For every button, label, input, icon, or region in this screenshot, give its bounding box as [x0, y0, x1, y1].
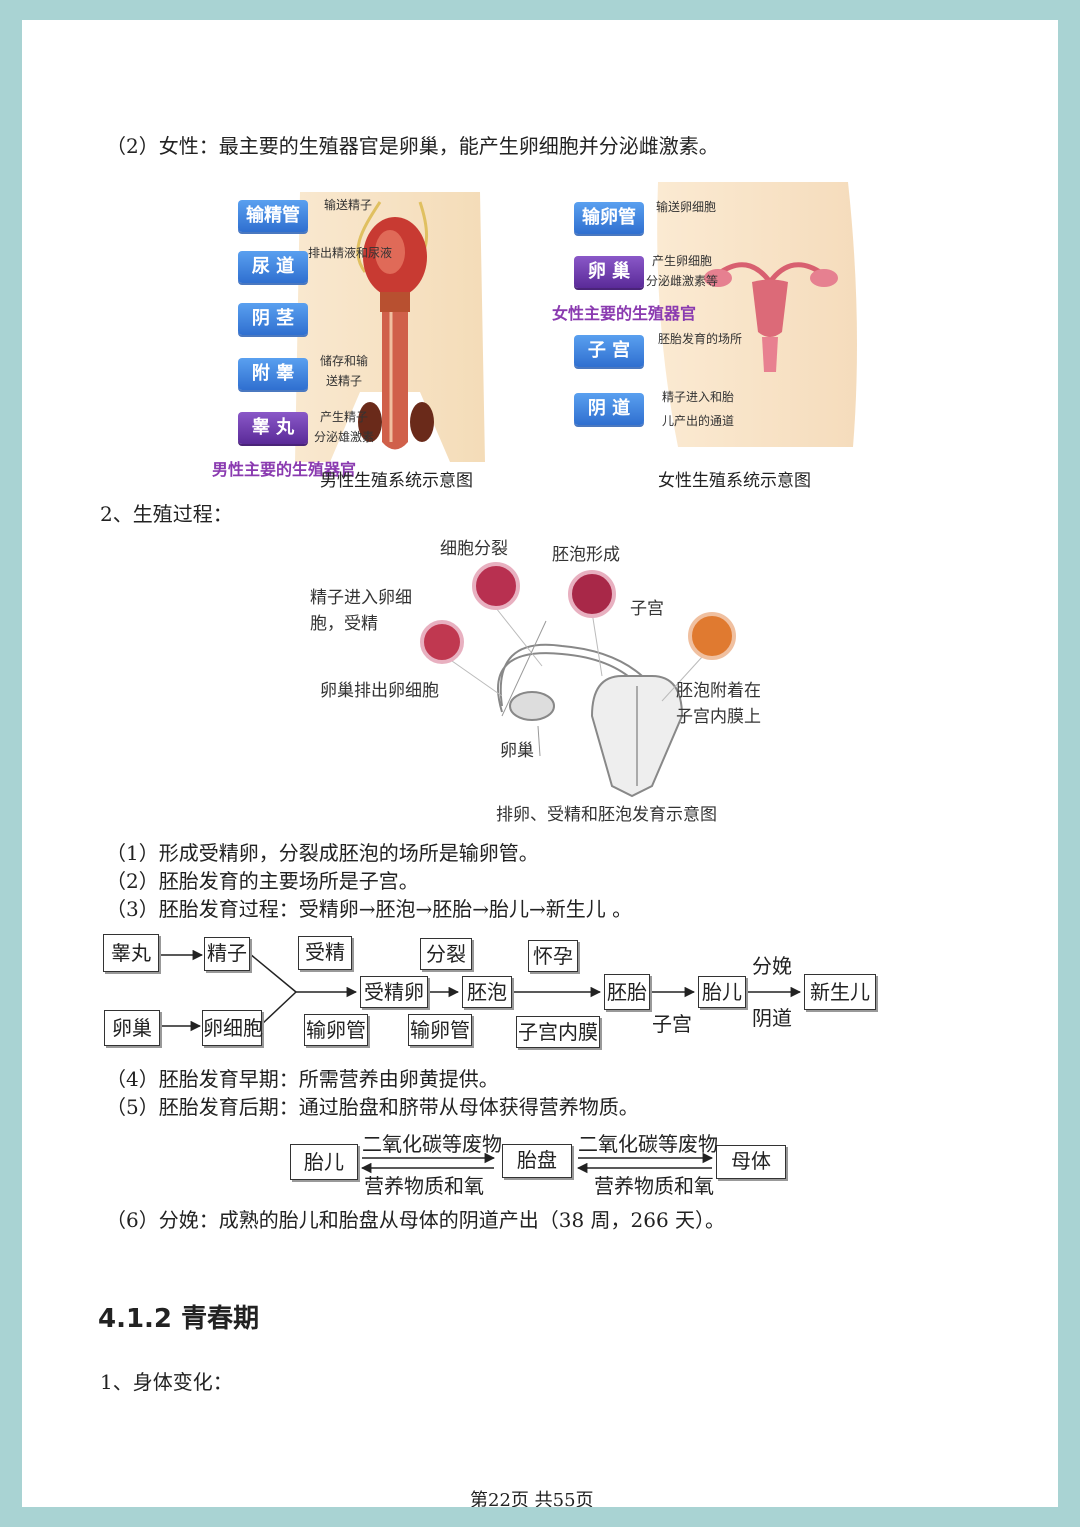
paragraph-2: （2）胚胎发育的主要场所是子宫。 — [106, 869, 419, 893]
note-testis-b: 分泌雄激素 — [314, 430, 375, 444]
flow-box-pregnancy: 怀孕 — [528, 940, 578, 972]
female-figure-caption: 女性生殖系统示意图 — [658, 471, 811, 491]
note-oviduct: 输送卵细胞 — [656, 200, 717, 214]
label-ovary: 卵 巢 — [574, 256, 644, 288]
flow2-nutrient-left: 营养物质和氧 — [364, 1174, 484, 1198]
paragraph-5: （5）胚胎发育后期：通过胎盘和脐带从母体获得营养物质。 — [106, 1095, 639, 1119]
note-epididymis-b: 送精子 — [326, 374, 363, 388]
label-attach-b: 子宫内膜上 — [676, 707, 761, 727]
flow-box-embryo: 胚胎 — [604, 974, 650, 1010]
flow2-box-placenta: 胎盘 — [502, 1144, 572, 1178]
flow-text-vagina: 阴道 — [752, 1006, 792, 1030]
flow-text-uterus: 子宫 — [652, 1012, 692, 1036]
note-urethra: 排出精液和尿液 — [308, 246, 393, 260]
label-blastocyst-formation: 胚泡形成 — [552, 545, 620, 565]
female-reproductive-figure: 输卵管 卵 巢 子 宫 阴 道 输送卵细胞 产生卵细胞 分泌雌激素等 胚胎发育的… — [548, 172, 868, 462]
male-figure-title: 男性主要的生殖器官 — [212, 460, 357, 479]
flow2-co2-right: 二氧化碳等废物 — [578, 1132, 718, 1156]
paragraph-4: （4）胚胎发育早期：所需营养由卵黄提供。 — [106, 1067, 499, 1091]
label-uterus-diagram: 子宫 — [630, 599, 664, 619]
flow-box-fetus: 胎儿 — [698, 976, 746, 1008]
flow-box-endometrium: 子宫内膜 — [516, 1016, 600, 1048]
flow-text-delivery: 分娩 — [752, 954, 792, 978]
label-ovulation: 卵巢排出卵细胞 — [320, 681, 439, 701]
section-body-changes: 1、身体变化： — [100, 1370, 233, 1394]
flow-box-oviduct-2: 输卵管 — [408, 1014, 472, 1046]
label-testis: 睾 丸 — [238, 412, 308, 444]
label-cell-division: 细胞分裂 — [440, 539, 508, 559]
process-figure-caption: 排卵、受精和胚泡发育示意图 — [496, 805, 717, 825]
female-figure-title: 女性主要的生殖器官 — [552, 304, 697, 323]
male-anatomy-illustration — [295, 192, 485, 462]
section-heading-puberty: 4.1.2 青春期 — [98, 1304, 260, 1334]
female-anatomy-illustration — [657, 182, 857, 447]
flow-box-newborn: 新生儿 — [804, 974, 876, 1010]
note-ovary-a: 产生卵细胞 — [652, 254, 713, 268]
document-page: （2）女性：最主要的生殖器官是卵巢，能产生卵细胞并分泌雌激素。 输精管 尿 道 … — [22, 20, 1058, 1507]
paragraph-6: （6）分娩：成熟的胎儿和胎盘从母体的阴道产出（38 周，266 天）。 — [106, 1208, 726, 1232]
flow2-box-fetus: 胎儿 — [290, 1144, 358, 1180]
page-footer: 第22页 共55页 — [470, 1490, 594, 1507]
label-epididymis: 附 睾 — [238, 358, 308, 390]
label-uterus: 子 宫 — [574, 335, 644, 367]
flow-box-division: 分裂 — [420, 938, 472, 970]
flow-box-fertilization: 受精 — [298, 936, 352, 970]
label-oviduct: 输卵管 — [574, 202, 644, 234]
note-uterus: 胚胎发育的场所 — [658, 332, 743, 346]
flow-box-egg: 卵细胞 — [202, 1010, 263, 1046]
ovulation-fertilization-illustration — [420, 562, 736, 798]
label-ovary-diagram: 卵巢 — [500, 741, 534, 761]
note-ovary-b: 分泌雌激素等 — [646, 274, 719, 288]
note-epididymis-a: 储存和输 — [320, 354, 369, 368]
flow-box-sperm: 精子 — [204, 937, 250, 971]
flow2-co2-left: 二氧化碳等废物 — [362, 1132, 502, 1156]
flow-box-blastocyst: 胚泡 — [462, 976, 512, 1008]
development-flow-arrows — [158, 949, 802, 1032]
label-urethra: 尿 道 — [238, 251, 308, 283]
note-vagina-b: 儿产出的通道 — [662, 414, 735, 428]
flow-box-ovary: 卵巢 — [104, 1010, 160, 1046]
label-attach-a: 胚泡附着在 — [676, 681, 761, 701]
label-vagina: 阴 道 — [574, 393, 644, 425]
note-testis-a: 产生精子 — [320, 410, 369, 424]
label-sperm-enters-a: 精子进入卵细 — [310, 588, 412, 608]
male-reproductive-figure: 输精管 尿 道 阴 茎 附 睾 睾 丸 输送精子 排出精液和尿液 储存和输 送精… — [210, 172, 510, 492]
note-vas-deferens: 输送精子 — [324, 198, 373, 212]
note-vagina-a: 精子进入和胎 — [662, 390, 735, 404]
flow2-box-mother: 母体 — [716, 1145, 786, 1179]
label-vas-deferens: 输精管 — [238, 200, 308, 232]
label-penis: 阴 茎 — [238, 303, 308, 335]
flow-box-oviduct-1: 输卵管 — [304, 1014, 368, 1046]
nutrient-exchange-arrows — [360, 1152, 714, 1174]
label-sperm-enters-b: 胞，受精 — [310, 614, 378, 634]
paragraph-3: （3）胚胎发育过程：受精卵→胚泡→胚胎→胎儿→新生儿 。 — [106, 897, 633, 921]
paragraph-1: （1）形成受精卵，分裂成胚泡的场所是输卵管。 — [106, 841, 539, 865]
flow2-nutrient-right: 营养物质和氧 — [594, 1174, 714, 1198]
flow-box-testis: 睾丸 — [103, 934, 159, 972]
female-intro-text: （2）女性：最主要的生殖器官是卵巢，能产生卵细胞并分泌雌激素。 — [106, 134, 719, 158]
male-figure-caption: 男性生殖系统示意图 — [320, 471, 473, 491]
section-reproduction-process: 2、生殖过程： — [100, 502, 233, 526]
flow-box-zygote: 受精卵 — [360, 976, 428, 1008]
